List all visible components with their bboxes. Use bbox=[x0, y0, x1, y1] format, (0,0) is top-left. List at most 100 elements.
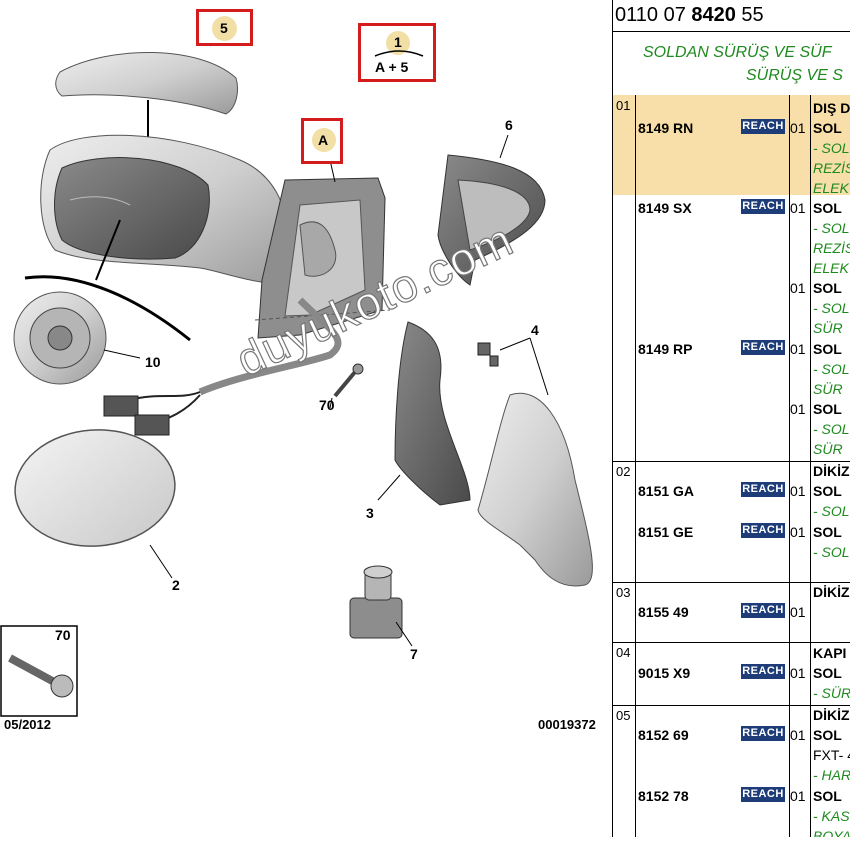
ref-suffix: 55 bbox=[735, 4, 764, 26]
table-group-04: 04 9015 X9 REACH 01 KAPI SOL - SÜR bbox=[613, 642, 850, 706]
callout-4: 4 bbox=[531, 322, 539, 338]
mirror-base-cover bbox=[377, 321, 471, 506]
desc-note: - HAR bbox=[813, 767, 850, 783]
desc-line: DİKİZ bbox=[813, 584, 850, 600]
desc-line: SOL bbox=[813, 120, 842, 136]
part-description: SOL - KAS BOYA bbox=[813, 786, 850, 837]
part-description: SOL - SOL SÜR bbox=[813, 399, 850, 459]
desc-note: - SOL bbox=[813, 220, 850, 236]
reach-badge: REACH bbox=[741, 199, 785, 214]
desc-line: SOL bbox=[813, 401, 842, 417]
desc-note: - SOL bbox=[813, 300, 850, 316]
reach-badge: REACH bbox=[741, 119, 785, 134]
title-line-2: SÜRÜŞ VE S bbox=[746, 67, 843, 84]
callout-7: 7 bbox=[410, 646, 418, 662]
diagram-drawing bbox=[0, 35, 593, 717]
part-description: SOL - SOL SÜR bbox=[813, 278, 850, 338]
part-number[interactable]: 9015 X9 bbox=[638, 665, 691, 681]
quantity: 01 bbox=[790, 200, 806, 216]
desc-line: SOL bbox=[813, 483, 842, 499]
reach-badge: REACH bbox=[741, 523, 785, 538]
table-title: SOLDAN SÜRÜŞ VE SÜF SÜRÜŞ VE S bbox=[613, 31, 850, 96]
reach-badge: REACH bbox=[741, 340, 785, 355]
part-number[interactable]: 8151 GA bbox=[638, 483, 695, 499]
desc-note: - SOL bbox=[813, 140, 850, 156]
reach-badge: REACH bbox=[741, 787, 785, 802]
quantity: 01 bbox=[790, 120, 806, 136]
part-description: SOL - SOL REZİS ELEK bbox=[813, 198, 850, 278]
mirror-housing-assembly bbox=[40, 134, 292, 286]
desc-note: - SOL bbox=[813, 421, 850, 437]
callout-box-a: A bbox=[301, 118, 343, 164]
desc-note: - SOL bbox=[813, 544, 850, 560]
part-number[interactable]: 8151 GE bbox=[638, 524, 694, 540]
part-number[interactable]: 8149 SX bbox=[638, 200, 692, 216]
desc-note: BOYA bbox=[813, 828, 850, 837]
desc-note: ELEK bbox=[813, 260, 849, 276]
desc-note: - KAS bbox=[813, 808, 850, 824]
table-group-05: 05 8152 69 REACH 01 DİKİZ SOL FXT- 4 - H… bbox=[613, 705, 850, 837]
mirror-bracket-frame bbox=[254, 177, 391, 339]
desc-line: SOL bbox=[813, 727, 842, 743]
group-number: 04 bbox=[616, 645, 631, 660]
ref-prefix: 0110 07 bbox=[615, 4, 692, 26]
quantity: 01 bbox=[790, 665, 806, 681]
desc-line: DIŞ D bbox=[813, 100, 850, 116]
quantity: 01 bbox=[790, 341, 806, 357]
group-number: 05 bbox=[616, 708, 631, 723]
drawing-number: 00019372 bbox=[538, 717, 596, 732]
reach-badge: REACH bbox=[741, 664, 785, 679]
part-description: KAPI SOL - SÜR bbox=[813, 643, 850, 703]
part-number[interactable]: 8152 69 bbox=[638, 727, 689, 743]
desc-line: SOL bbox=[813, 788, 842, 804]
parts-table-panel: 0110 07 8420 55 SOLDAN SÜRÜŞ VE SÜF SÜRÜ… bbox=[612, 0, 850, 837]
inset-callout-70: 70 bbox=[55, 627, 71, 643]
mirror-glass bbox=[14, 429, 176, 579]
callout-3: 3 bbox=[366, 505, 374, 521]
callout-box-5: 5 bbox=[196, 9, 253, 46]
part-description: DİKİZ SOL FXT- 4 - HAR bbox=[813, 705, 850, 785]
screw-inset-box bbox=[0, 625, 78, 717]
callout-box-1: 1 A + 5 bbox=[358, 23, 436, 82]
part-description: DİKİZ SOL - SOL bbox=[813, 461, 850, 521]
part-number[interactable]: 8155 49 bbox=[638, 604, 689, 620]
mirror-control-switch bbox=[349, 565, 413, 647]
part-description: DİKİZ bbox=[813, 582, 850, 602]
quantity: 01 bbox=[790, 788, 806, 804]
part-number[interactable]: 8152 78 bbox=[638, 788, 689, 804]
desc-note: SÜR bbox=[813, 320, 843, 336]
desc-note: - SOL bbox=[813, 361, 850, 377]
group-number: 03 bbox=[616, 585, 631, 600]
outer-shell bbox=[437, 134, 546, 286]
group-number: 02 bbox=[616, 464, 631, 479]
exploded-parts-diagram: 5 1 A + 5 A 6 10 70 4 3 2 7 70 duyukoto.… bbox=[0, 9, 596, 732]
quantity: 01 bbox=[790, 483, 806, 499]
quantity: 01 bbox=[790, 280, 806, 296]
desc-note: - SOL bbox=[813, 503, 850, 519]
part-number[interactable]: 8149 RN bbox=[638, 120, 694, 136]
quantity: 01 bbox=[790, 401, 806, 417]
callout-5: 5 bbox=[220, 20, 228, 36]
part-number[interactable]: 8149 RP bbox=[638, 341, 693, 357]
mirror-adjust-motor bbox=[13, 291, 141, 385]
part-description: SOL - SOL bbox=[813, 522, 850, 562]
part-description: SOL - SOL SÜR bbox=[813, 339, 850, 399]
mirror-cover-cap bbox=[55, 35, 239, 115]
title-line-1: SOLDAN SÜRÜŞ VE SÜF bbox=[643, 44, 832, 61]
desc-line: FXT- 4 bbox=[813, 747, 850, 763]
callout-10: 10 bbox=[145, 354, 161, 370]
wiring-harness bbox=[103, 297, 342, 436]
door-trim-panel bbox=[477, 392, 593, 587]
reach-badge: REACH bbox=[741, 603, 785, 618]
table-group-01: 01 8149 RN REACH 01 DIŞ D SOL - SOL REZİ… bbox=[613, 95, 850, 462]
desc-line: DİKİZ bbox=[813, 463, 850, 479]
desc-note: REZİS bbox=[813, 240, 850, 256]
table-group-03: 03 8155 49 REACH 01 DİKİZ bbox=[613, 582, 850, 643]
quantity: 01 bbox=[790, 727, 806, 743]
table-group-02: 02 8151 GA REACH 01 DİKİZ SOL - SOL 8151… bbox=[613, 461, 850, 583]
callout-2: 2 bbox=[172, 577, 180, 593]
door-trim-clips bbox=[477, 337, 549, 396]
ref-bold: 8420 bbox=[691, 4, 736, 26]
desc-note: REZİS bbox=[813, 160, 850, 176]
desc-note: ELEK bbox=[813, 180, 849, 196]
